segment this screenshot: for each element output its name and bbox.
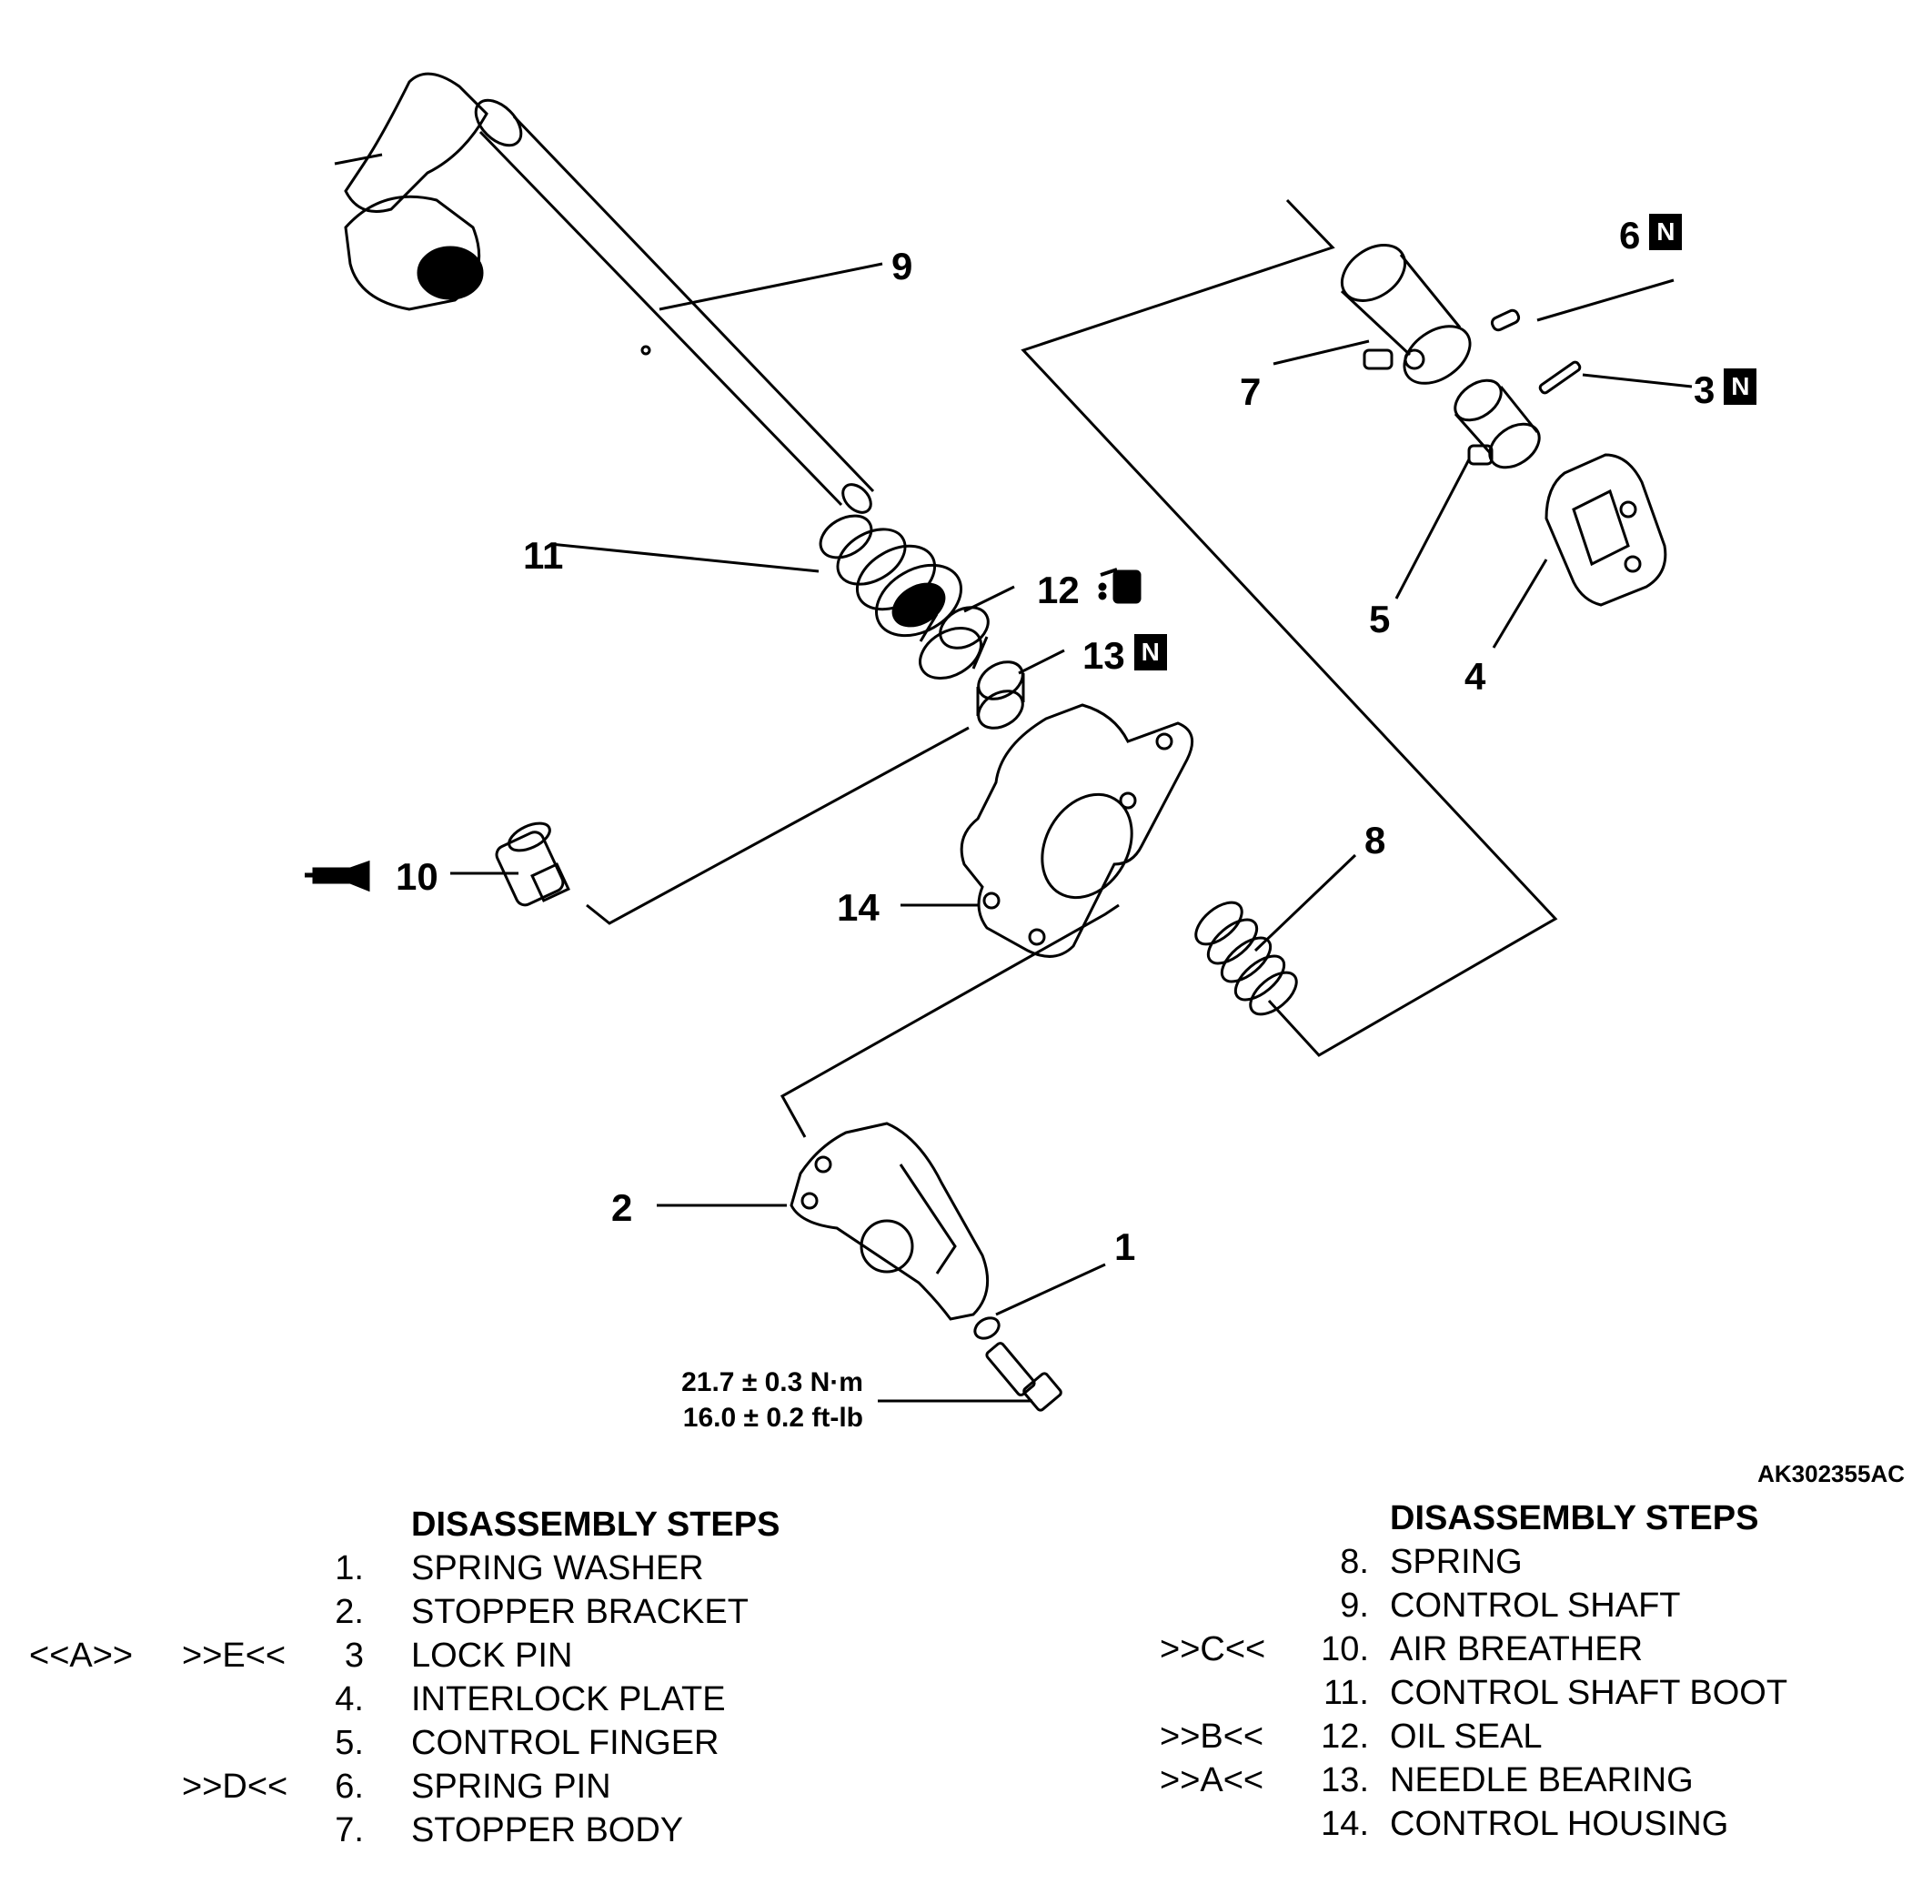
step-name: CONTROL FINGER <box>411 1724 719 1762</box>
step-service-mark: >>E<< <box>182 1637 287 1675</box>
step-number: 1. <box>335 1549 364 1587</box>
needle-bearing-part <box>976 660 1025 730</box>
step-number: 14. <box>1321 1805 1369 1843</box>
step-number: 12. <box>1321 1718 1369 1756</box>
step-number: 2. <box>335 1593 364 1631</box>
callout-13-number: 13 <box>1082 634 1125 677</box>
oil-seal-part <box>919 606 990 680</box>
new-part-badge: N <box>1133 634 1167 670</box>
callout-7: 7 <box>1240 370 1262 413</box>
step-name: CONTROL SHAFT BOOT <box>1390 1674 1788 1712</box>
step-name: SPRING <box>1390 1543 1523 1581</box>
callout-12: 12 <box>1037 569 1080 611</box>
callout-2: 2 <box>611 1186 633 1229</box>
step-number: 5. <box>335 1724 364 1762</box>
callout-3-number: 3 <box>1694 368 1716 411</box>
step-service-mark: >>C<< <box>1160 1630 1266 1668</box>
step-number: 4. <box>335 1680 364 1718</box>
step-number: 13. <box>1321 1761 1369 1799</box>
step-name: STOPPER BRACKET <box>411 1593 749 1631</box>
callout-6-number: 6 <box>1619 214 1641 257</box>
step-service-mark: >>A<< <box>1160 1761 1264 1799</box>
grease-icon <box>1098 568 1142 604</box>
step-service-mark: >>D<< <box>182 1768 288 1806</box>
steps-right-header: DISASSEMBLY STEPS <box>1390 1499 1759 1537</box>
new-part-badge: N <box>1724 368 1757 405</box>
step-name: SPRING PIN <box>411 1768 611 1806</box>
callout-11: 11 <box>523 534 564 577</box>
torque-ftlb: 16.0 ± 0.2 ft-lb <box>682 1403 863 1433</box>
torque-spec: 21.7 ± 0.3 N·m 16.0 ± 0.2 ft-lb <box>681 1365 863 1436</box>
callout-14: 14 <box>837 886 880 929</box>
step-name: STOPPER BODY <box>411 1811 684 1849</box>
callout-10: 10 <box>396 855 438 898</box>
group-line-bracket <box>780 903 1120 1138</box>
figure-code: AK302355AC <box>1757 1460 1905 1487</box>
step-name: CONTROL HOUSING <box>1390 1805 1729 1843</box>
new-part-badge: N <box>1649 214 1683 250</box>
callout-1: 1 <box>1114 1225 1136 1268</box>
callout-4: 4 <box>1464 655 1486 698</box>
lock-pin-part <box>1538 360 1582 395</box>
interlock-plate-part <box>1545 453 1667 607</box>
callout-5: 5 <box>1369 598 1391 640</box>
step-number: 3 <box>344 1637 364 1675</box>
stopper-body-part <box>1340 244 1472 385</box>
new-part-badge-label: N <box>1141 638 1160 666</box>
step-name: LOCK PIN <box>411 1637 573 1675</box>
spring-pin-part <box>1490 308 1521 332</box>
group-line-finger <box>1021 198 1558 1057</box>
sealant-tube-icon <box>305 860 370 892</box>
step-name: NEEDLE BEARING <box>1390 1761 1694 1799</box>
step-number: 9. <box>1340 1587 1369 1625</box>
group-line-housing <box>586 726 970 925</box>
control-finger-part <box>1454 378 1541 469</box>
spring-washer-part <box>973 1316 1001 1340</box>
torque-nm: 21.7 ± 0.3 N·m <box>681 1367 863 1397</box>
stopper-bracket-part <box>790 1122 990 1321</box>
step-name: OIL SEAL <box>1390 1718 1543 1756</box>
leader-lines <box>450 262 1693 1403</box>
air-breather-part <box>495 821 570 907</box>
step-number: 8. <box>1340 1543 1369 1581</box>
step-number: 6. <box>335 1768 364 1806</box>
new-part-badge-label: N <box>1731 372 1750 400</box>
steps-left-header: DISASSEMBLY STEPS <box>411 1506 780 1544</box>
callout-9: 9 <box>891 245 913 287</box>
step-number: 7. <box>335 1811 364 1849</box>
exploded-diagram <box>305 72 1693 1412</box>
control-shaft-part <box>334 72 875 514</box>
step-service-mark: >>B<< <box>1160 1718 1264 1756</box>
control-housing-part <box>960 703 1194 958</box>
step-number: 11. <box>1323 1674 1369 1712</box>
control-shaft-boot-part <box>819 514 963 638</box>
step-service-mark-a: <<A>> <box>29 1637 134 1675</box>
callout-13: 13 N <box>1082 634 1167 675</box>
step-name: CONTROL SHAFT <box>1390 1587 1681 1625</box>
step-name: INTERLOCK PLATE <box>411 1680 726 1718</box>
step-name: SPRING WASHER <box>411 1549 704 1587</box>
step-number: 10. <box>1321 1630 1369 1668</box>
bolt-part <box>985 1342 1062 1412</box>
step-name: AIR BREATHER <box>1390 1630 1644 1668</box>
spring-part <box>1194 901 1298 1016</box>
new-part-badge-label: N <box>1656 217 1675 246</box>
callout-8: 8 <box>1364 819 1386 861</box>
